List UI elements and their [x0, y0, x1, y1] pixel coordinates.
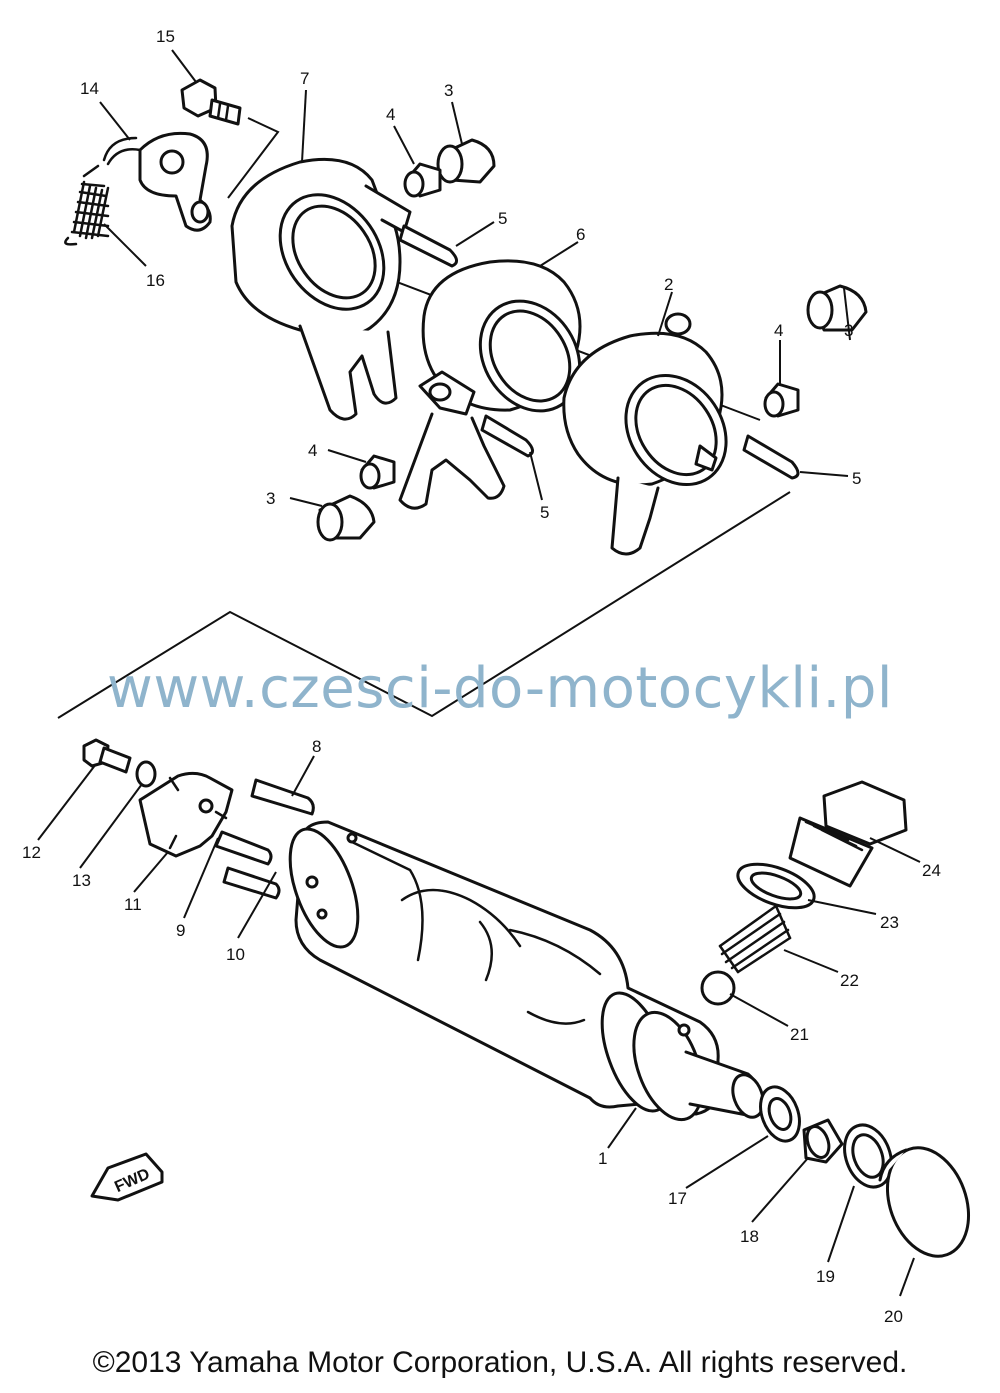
callout-4: 4	[308, 441, 317, 460]
part-22-spring	[718, 904, 792, 974]
part-3-roller-top	[436, 138, 496, 184]
callout-3: 3	[266, 489, 275, 508]
copyright-notice: ©2013 Yamaha Motor Corporation, U.S.A. A…	[92, 1346, 908, 1379]
part-17-washer	[759, 1085, 801, 1143]
part-12-screw	[82, 738, 132, 774]
part-19-circlip	[843, 1123, 893, 1189]
alignment-line-cam	[57, 491, 791, 719]
callout-13: 13	[72, 871, 91, 890]
callout-11: 11	[124, 895, 142, 914]
callout-9: 9	[176, 921, 185, 940]
watermark: www.czesci-do-motocykli.pl	[107, 656, 893, 721]
part-3-roller-left	[316, 494, 376, 542]
part-20-cap	[878, 1146, 971, 1258]
part-7-shift-fork	[230, 157, 412, 421]
callout-5: 5	[852, 469, 861, 488]
part-21-ball	[700, 970, 736, 1006]
callout-15: 15	[156, 27, 175, 46]
part-13-washer	[135, 760, 157, 788]
callout-1: 1	[598, 1149, 607, 1168]
part-6-shift-fork	[398, 259, 582, 510]
part-16-spring	[64, 164, 110, 246]
part-24-plug-bolt	[788, 780, 908, 888]
callout-3: 3	[844, 321, 853, 340]
callout-5: 5	[498, 209, 507, 228]
part-8-pin	[250, 778, 315, 816]
callout-14: 14	[80, 79, 99, 98]
part-2-shift-fork	[562, 312, 728, 556]
callout-7: 7	[300, 69, 309, 88]
callout-21: 21	[790, 1025, 809, 1044]
part-11-segment	[138, 771, 234, 858]
part-3-roller-right	[806, 284, 868, 332]
part-4-bushing-left	[359, 454, 396, 490]
callout-4: 4	[774, 321, 783, 340]
callout-22: 22	[840, 971, 859, 990]
callout-18: 18	[740, 1227, 759, 1246]
callout-12: 12	[22, 843, 41, 862]
part-5-pins	[398, 224, 800, 480]
part-23-gasket	[736, 862, 816, 910]
callout-19: 19	[816, 1267, 835, 1286]
callout-23: 23	[880, 913, 899, 932]
callout-8: 8	[312, 737, 321, 756]
part-18-bearing	[802, 1118, 844, 1164]
callout-3: 3	[444, 81, 453, 100]
callout-20: 20	[884, 1307, 903, 1326]
callout-10: 10	[226, 945, 245, 964]
fwd-arrow: FWD	[90, 1152, 164, 1202]
leader-lines	[37, 49, 921, 1297]
alignment-line-stopper	[227, 117, 280, 199]
callout-24: 24	[922, 861, 941, 880]
callout-4: 4	[386, 105, 395, 124]
callout-2: 2	[664, 275, 673, 294]
callout-16: 16	[146, 271, 165, 290]
part-9-pin	[214, 830, 273, 866]
part-15-bolt	[180, 78, 242, 126]
part-1-shift-cam	[288, 820, 765, 1122]
callout-6: 6	[576, 225, 585, 244]
part-14-stopper-lever	[102, 131, 212, 232]
part-4-bushing-right	[763, 382, 800, 418]
callout-5: 5	[540, 503, 549, 522]
callout-17: 17	[668, 1189, 687, 1208]
part-4-bushing-top	[403, 162, 442, 198]
callout-labels: 15 14 7 4 3 16 5 6 2 4 3 4 3 5 5 8 24 12…	[22, 27, 941, 1326]
